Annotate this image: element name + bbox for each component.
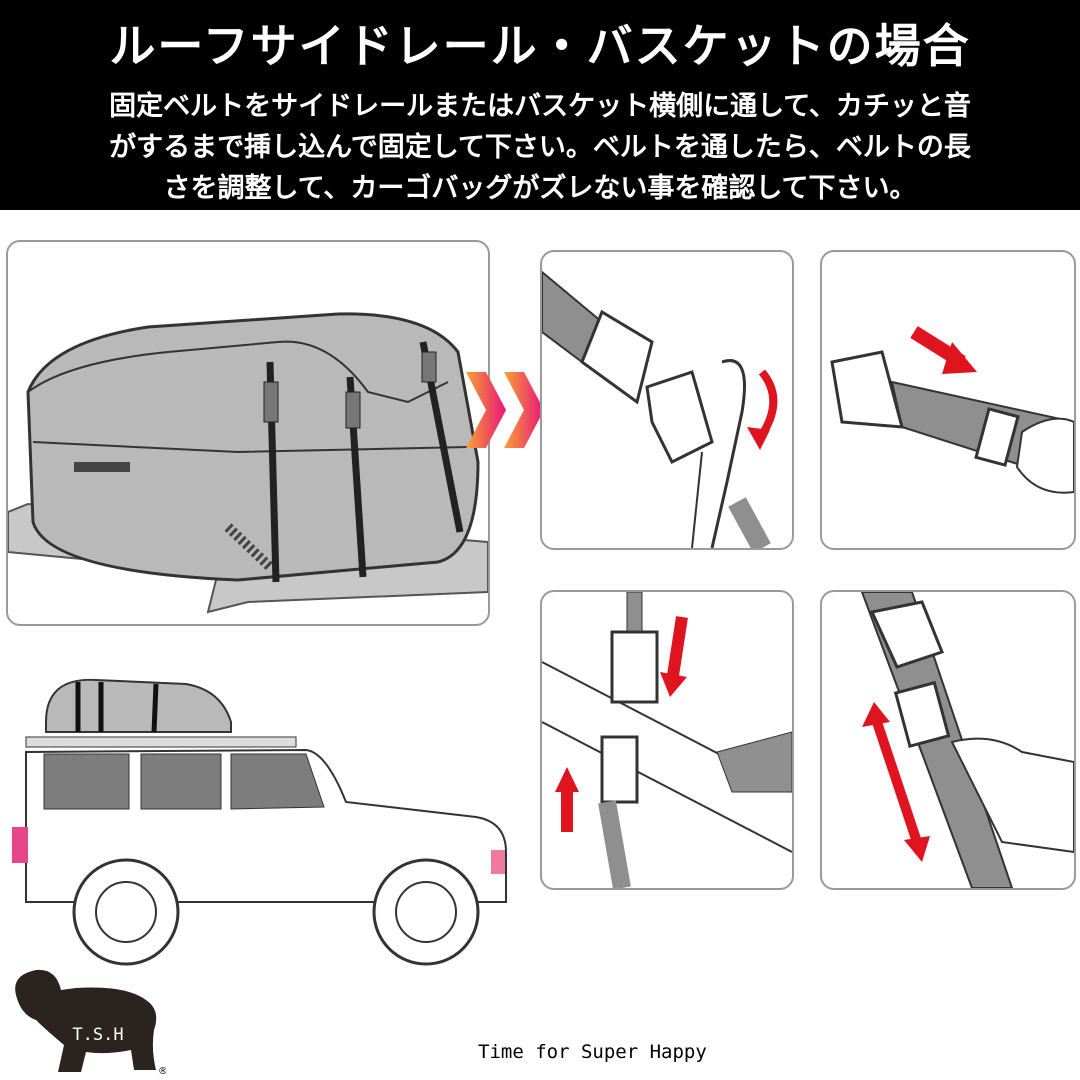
- instruction-text: 固定ベルトをサイドレールまたはバスケット横側に通して、カチッと音 がするまで挿し…: [0, 86, 1080, 209]
- page-title: ルーフサイドレール・バスケットの場合: [109, 19, 971, 73]
- instruction-line-1: 固定ベルトをサイドレールまたはバスケット横側に通して、カチッと音: [109, 91, 971, 122]
- cargo-bag-on-rail-illustration: [6, 240, 490, 626]
- suv-with-roof-cargo-bag-illustration: [6, 672, 511, 984]
- instruction-line-2: がするまで挿し込んで固定して下さい。ベルトを通したら、ベルトの長: [109, 132, 971, 163]
- belt-length-adjust-step-illustration: [820, 590, 1076, 890]
- buckle-insert-step-illustration: [540, 250, 794, 550]
- buckle-connect-step-illustration: [540, 590, 794, 890]
- header-banner: ルーフサイドレール・バスケットの場合 固定ベルトをサイドレールまたはバスケット横…: [0, 0, 1080, 210]
- brand-tagline: Time for Super Happy: [478, 1041, 707, 1063]
- logo-text: T.S.H: [72, 1025, 123, 1045]
- belt-tighten-step-illustration: [820, 250, 1076, 550]
- instruction-line-3: さを調整して、カーゴバッグがズレない事を確認して下さい。: [163, 173, 917, 204]
- registered-mark: ®: [158, 1066, 166, 1075]
- dog-logo-icon: T.S.H ®: [6, 960, 168, 1077]
